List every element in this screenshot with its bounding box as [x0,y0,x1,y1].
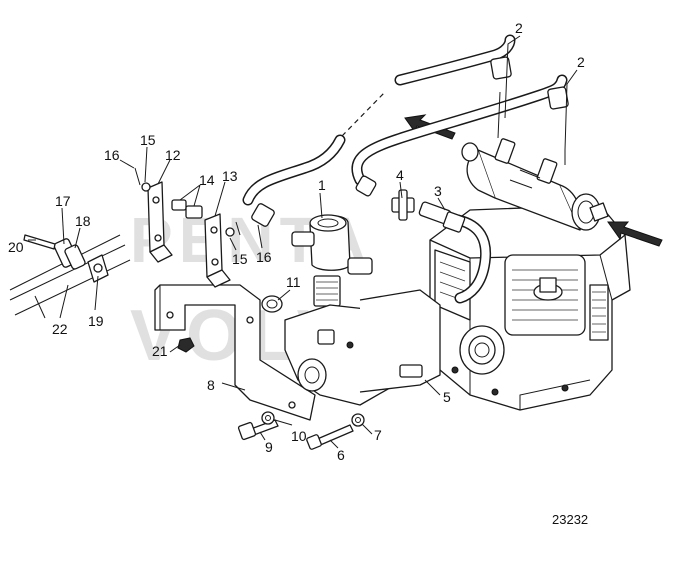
hose-fittings [251,56,569,227]
oil-cooler [461,138,609,231]
callouts: 1 2 2 3 4 5 6 7 8 9 10 11 12 13 14 15 15… [8,20,585,463]
callout-21: 21 [152,343,168,359]
callout-8: 8 [207,377,215,393]
mounting-bracket [154,284,316,421]
callout-22: 22 [52,321,68,337]
callout-3: 3 [434,183,442,199]
control-rods [9,234,131,316]
tee-connection [391,189,466,233]
leader-lines [28,35,578,449]
small-brackets [134,167,241,288]
callout-5: 5 [443,389,451,405]
callout-6: 6 [337,447,345,463]
arrow-inlet [607,221,663,247]
callout-16b: 16 [256,249,272,265]
callout-15a: 15 [140,132,156,148]
gearbox-housing [429,204,631,411]
callout-12: 12 [165,147,181,163]
callout-2a: 2 [515,20,523,36]
callout-2b: 2 [577,54,585,70]
callout-11: 11 [286,274,301,290]
callout-1: 1 [318,177,326,193]
drawing-number: 23232 [552,512,588,527]
callout-19: 19 [88,313,104,329]
callout-9: 9 [265,439,273,455]
valve-assembly [261,214,441,406]
callout-14: 14 [199,172,215,188]
callout-20: 20 [8,239,24,255]
callout-13: 13 [222,168,238,184]
callout-4: 4 [396,167,404,183]
callout-18: 18 [75,213,91,229]
bolts-washers [177,337,365,450]
callout-17: 17 [55,193,71,209]
callout-10: 10 [291,428,307,444]
callout-16a: 16 [104,147,120,163]
callout-15b: 15 [232,251,248,267]
callout-7: 7 [374,427,382,443]
